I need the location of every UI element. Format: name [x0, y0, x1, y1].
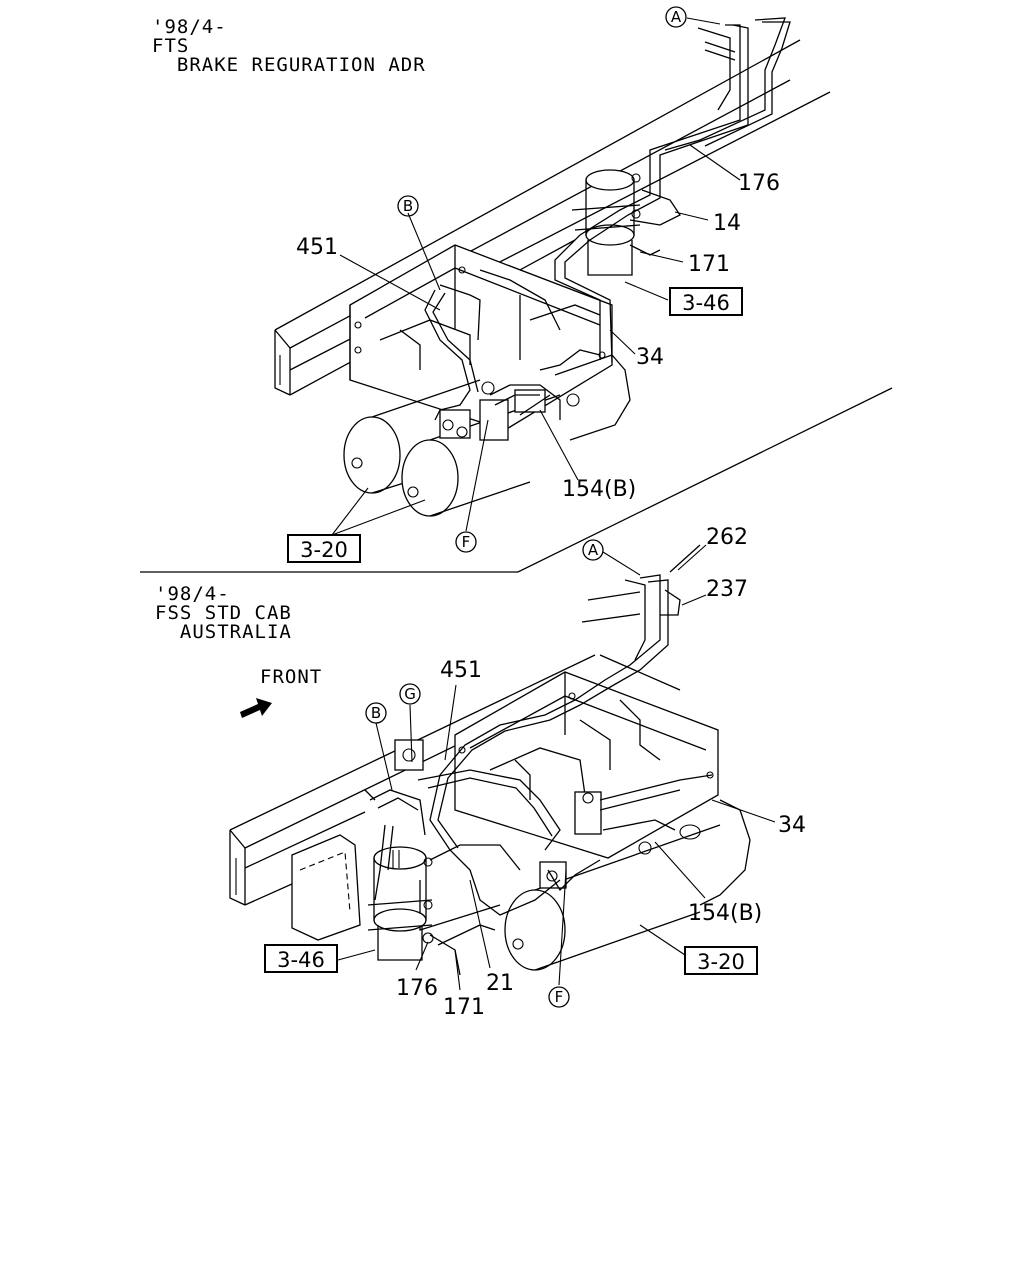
callout-171: 171 [688, 252, 730, 277]
top-air-dryer [571, 169, 641, 276]
top-cross-member [349, 244, 613, 431]
bottom-section-header: '98/4- FSS STD CAB AUSTRALIA [155, 585, 292, 642]
circle-label-A: A [665, 6, 687, 28]
circle-label-G: G [399, 683, 421, 705]
callout-451: 451 [440, 658, 482, 683]
ref-label-3-20: 3-20 [300, 538, 348, 562]
bottom-air-dryer [367, 846, 434, 961]
bottom-brake-pipes [364, 544, 713, 976]
ref-label-3-20: 3-20 [697, 950, 745, 974]
ref-box-3-20: 3-20 [684, 946, 758, 975]
bottom-header-description: AUSTRALIA [155, 621, 292, 643]
top-leader-lines [331, 17, 741, 536]
callout-34: 34 [778, 813, 806, 838]
bottom-assembly: FRONT [229, 525, 806, 1020]
callout-171: 171 [443, 995, 485, 1020]
bottom-valve-cluster [394, 739, 652, 889]
callout-451: 451 [296, 235, 338, 260]
bottom-header-model: FSS STD CAB [155, 602, 292, 624]
circle-label-A: A [582, 539, 604, 561]
top-header-description: BRAKE REGURATION ADR [152, 54, 426, 76]
top-header-year: '98/4- [152, 16, 227, 38]
circle-label-F: F [455, 531, 477, 553]
front-arrow-icon [240, 698, 272, 718]
circle-label-F: F [548, 986, 570, 1008]
bottom-cross-member [454, 671, 719, 859]
callout-34: 34 [636, 345, 664, 370]
svg-text:B: B [403, 197, 413, 215]
callout-154b: 154(B) [688, 901, 762, 926]
ref-label-3-46: 3-46 [682, 291, 730, 315]
front-direction-indicator: FRONT [240, 666, 322, 718]
ref-box-3-46: 3-46 [669, 287, 743, 316]
svg-text:A: A [588, 541, 599, 559]
ref-box-3-46: 3-46 [264, 944, 338, 973]
top-header-model: FTS [152, 35, 190, 57]
callout-176: 176 [738, 171, 780, 196]
circle-label-B: B [365, 702, 387, 724]
svg-text:F: F [555, 988, 564, 1006]
callout-237: 237 [706, 577, 748, 602]
svg-text:F: F [462, 533, 471, 551]
top-assembly: 176 14 171 451 34 154(B) 3-46 3-20 A B F [274, 6, 831, 563]
svg-text:A: A [671, 8, 682, 26]
top-section-header: '98/4- FTS BRAKE REGURATION ADR [152, 18, 426, 75]
top-brake-pipes [424, 17, 791, 421]
callout-14: 14 [713, 211, 741, 236]
bottom-header-year: '98/4- [155, 583, 230, 605]
front-label: FRONT [260, 666, 322, 688]
ref-label-3-46: 3-46 [277, 948, 325, 972]
svg-text:B: B [371, 704, 381, 722]
circle-label-B: B [397, 195, 419, 217]
svg-text:G: G [404, 685, 416, 703]
ref-box-3-20: 3-20 [287, 534, 361, 563]
bottom-bracket-plate [291, 834, 361, 941]
section-divider [140, 387, 893, 573]
callout-154b: 154(B) [562, 477, 636, 502]
bottom-leader-lines [337, 544, 776, 991]
callout-262: 262 [706, 525, 748, 550]
callout-176: 176 [396, 976, 438, 1001]
top-air-tanks [343, 354, 631, 517]
callout-21: 21 [486, 971, 514, 996]
